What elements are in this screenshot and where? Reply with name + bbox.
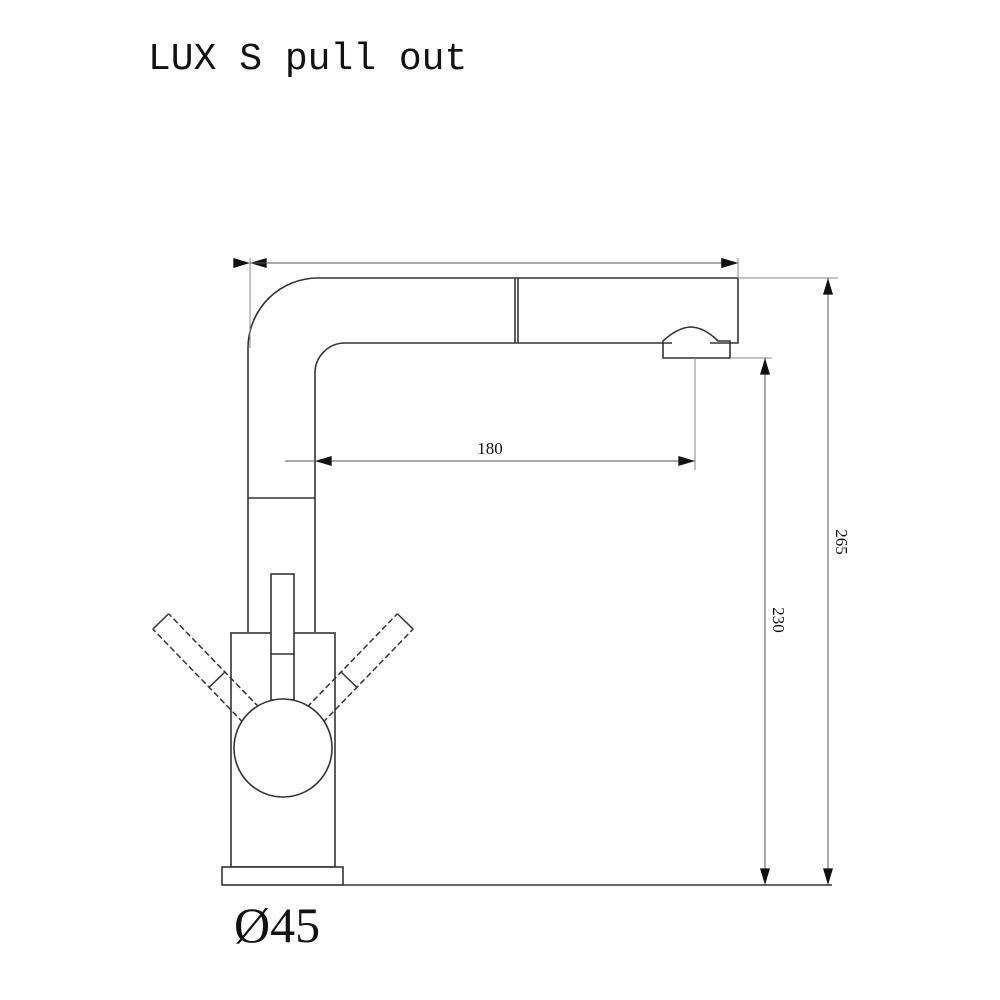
lever-hub [233,698,333,798]
spout [247,277,739,632]
dimension-lines [233,258,838,470]
base-diameter-label: Ø45 [234,897,321,953]
spout-height-label: 230 [769,607,788,633]
right-lever [306,613,414,724]
center-lever [270,573,295,701]
drawing-title: LUX S pull out [148,38,468,81]
total-height-label: 265 [832,529,851,555]
aerator [662,326,731,359]
left-lever [152,613,260,724]
reach-label: 180 [477,439,503,458]
